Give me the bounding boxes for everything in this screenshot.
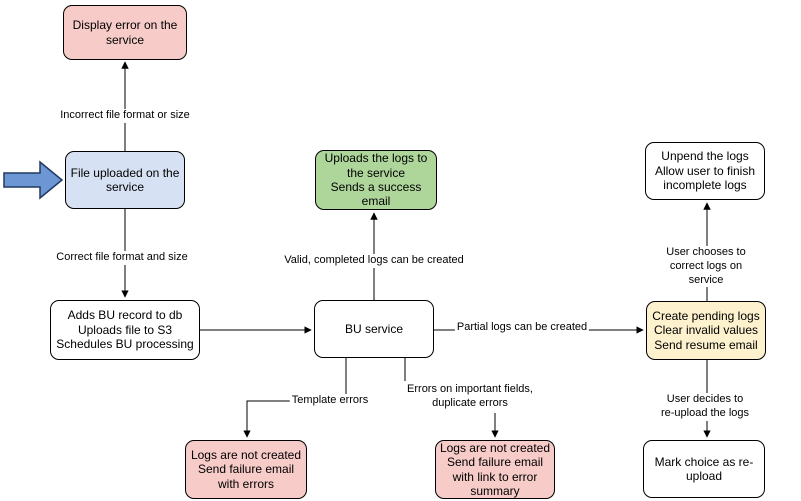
- edge-label-correct-format: Correct file format and size: [54, 251, 190, 265]
- node-failure-email-summary: Logs are not created Send failure email …: [435, 440, 555, 499]
- node-file-uploaded: File uploaded on the service: [65, 151, 185, 209]
- node-bu-service: BU service: [314, 300, 434, 358]
- node-failure-email-errors: Logs are not created Send failure email …: [185, 440, 307, 499]
- edge-label-user-reuploads: User decides to re-upload the logs: [657, 393, 753, 421]
- edge-label-template-errors: Template errors: [289, 394, 371, 408]
- edge-label-important-errors: Errors on important fields, duplicate er…: [405, 383, 535, 411]
- start-arrow-icon: [3, 160, 64, 200]
- node-unpend-logs: Unpend the logs Allow user to finish inc…: [645, 142, 765, 200]
- edge-label-partial-logs: Partial logs can be created: [454, 321, 590, 335]
- node-success-email: Uploads the logs to the service Sends a …: [315, 150, 437, 210]
- edge-label-incorrect-format: Incorrect file format or size: [58, 109, 192, 123]
- node-adds-bu-record: Adds BU record to db Uploads file to S3 …: [50, 300, 200, 360]
- node-create-pending-logs: Create pending logs Clear invalid values…: [646, 301, 766, 360]
- edge-label-user-corrects: User chooses to correct logs on service: [658, 246, 754, 288]
- edge-label-valid-logs: Valid, completed logs can be created: [282, 254, 466, 268]
- node-display-error: Display error on the service: [63, 5, 187, 60]
- node-mark-reupload: Mark choice as re-upload: [643, 440, 765, 498]
